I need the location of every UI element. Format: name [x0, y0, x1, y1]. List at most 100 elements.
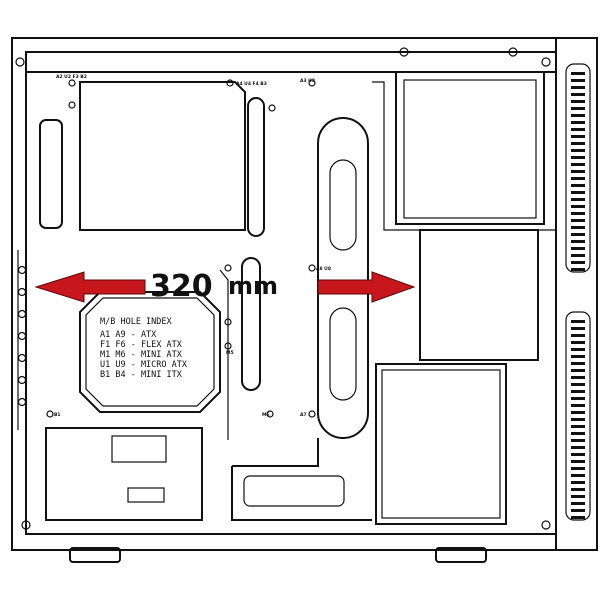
- vent-slot: [571, 191, 585, 194]
- foot-left: [69, 547, 121, 563]
- vent-slot: [571, 128, 585, 131]
- hole-index-row: B1 B4 - MINI ITX: [100, 370, 183, 380]
- hdd-cage-bottom: [375, 363, 507, 525]
- hole-index-row: F1 F6 - FLEX ATX: [100, 340, 183, 350]
- standoff-holes: [46, 79, 316, 418]
- front-vent-top: [565, 63, 591, 273]
- vent-slot: [571, 177, 585, 180]
- vent-slot: [571, 341, 585, 344]
- grommet-column: [317, 117, 369, 439]
- front-vent-bottom: [565, 311, 591, 521]
- dimension-value: 320: [150, 269, 213, 304]
- vent-slot: [571, 100, 585, 103]
- hole-index-title: M/B HOLE INDEX: [100, 317, 173, 327]
- hole-index-row: U1 U9 - MICRO ATX: [100, 360, 188, 370]
- hdd-cage-top: [419, 229, 539, 361]
- vent-slot: [571, 79, 585, 82]
- dimension-arrows: [34, 271, 416, 303]
- vent-slot: [571, 121, 585, 124]
- vent-slot: [571, 418, 585, 421]
- vent-slot: [571, 205, 585, 208]
- vent-slot: [571, 488, 585, 491]
- vent-slot: [571, 163, 585, 166]
- vent-slot: [571, 376, 585, 379]
- vent-slot: [571, 93, 585, 96]
- vent-slot: [571, 212, 585, 215]
- vent-slot: [571, 226, 585, 229]
- vent-slot: [571, 425, 585, 428]
- vent-slot: [571, 327, 585, 330]
- vent-slot: [571, 348, 585, 351]
- vent-slot: [571, 432, 585, 435]
- vent-slot: [571, 247, 585, 250]
- vent-slot: [571, 446, 585, 449]
- vent-slot: [571, 495, 585, 498]
- cage-rail: [372, 81, 556, 231]
- hole-label: A3 U3: [300, 78, 315, 84]
- vent-slot: [571, 467, 585, 470]
- vent-slot: [571, 390, 585, 393]
- psu-slot: [111, 435, 167, 463]
- vent-slot: [571, 198, 585, 201]
- hole-label: M5: [226, 350, 234, 356]
- vent-slot: [571, 156, 585, 159]
- vent-slot: [571, 254, 585, 257]
- vent-slot: [571, 86, 585, 89]
- vent-slot: [571, 383, 585, 386]
- vent-slot: [571, 114, 585, 117]
- grommet-lower: [329, 307, 357, 401]
- vent-slot: [571, 362, 585, 365]
- vent-slot: [571, 72, 585, 75]
- hole-label: A7: [300, 412, 307, 418]
- vent-slot: [571, 261, 585, 264]
- front-panel: [555, 37, 598, 551]
- foot-right: [435, 547, 487, 563]
- odd-cage: [395, 71, 545, 225]
- vent-slot: [571, 516, 585, 519]
- slot-screw: [17, 331, 27, 341]
- lower-tray-edge: [231, 438, 372, 521]
- psu-foot: [127, 487, 165, 503]
- vent-slots: [571, 72, 585, 519]
- vent-slot: [571, 240, 585, 243]
- vent-slot: [571, 233, 585, 236]
- vent-slot: [571, 135, 585, 138]
- vent-slot: [571, 439, 585, 442]
- vent-slot: [571, 149, 585, 152]
- vent-slot: [571, 460, 585, 463]
- slot-screw: [17, 353, 27, 363]
- cpu-cutout: [79, 291, 221, 413]
- vent-slot: [571, 219, 585, 222]
- hole-label: M6: [262, 412, 270, 418]
- slot-screw: [17, 397, 27, 407]
- vent-slot: [571, 481, 585, 484]
- hole-label: A4 U4 F4 B3: [236, 81, 267, 87]
- cable-grommet: [39, 119, 63, 229]
- slot-screw: [17, 265, 27, 275]
- dimension-unit: mm: [228, 272, 278, 300]
- cable-slot-2: [241, 257, 261, 391]
- psu-cutout: [45, 427, 203, 521]
- hole-index-row: M1 M6 - MINI ATX: [100, 350, 183, 360]
- hole-label: A2 U2 F3 B2: [56, 74, 87, 80]
- odd-cage-inner: [403, 79, 537, 219]
- bottom-grommet: [243, 475, 345, 507]
- top-screws: [15, 47, 551, 530]
- expansion-slot-screws: [17, 265, 27, 407]
- vent-slot: [571, 502, 585, 505]
- cable-line: [219, 269, 229, 440]
- vent-slot: [571, 453, 585, 456]
- vent-slot: [571, 184, 585, 187]
- arrow-right: [317, 271, 416, 303]
- vent-slot: [571, 509, 585, 512]
- io-cutout: [79, 81, 246, 231]
- slot-screw: [17, 375, 27, 385]
- vent-slot: [571, 334, 585, 337]
- vent-slot: [571, 411, 585, 414]
- cpu-cutout-inner: [85, 297, 215, 407]
- vent-slot: [571, 404, 585, 407]
- hole-label: A8 U8: [316, 266, 331, 272]
- vent-slot: [571, 355, 585, 358]
- vent-slot: [571, 142, 585, 145]
